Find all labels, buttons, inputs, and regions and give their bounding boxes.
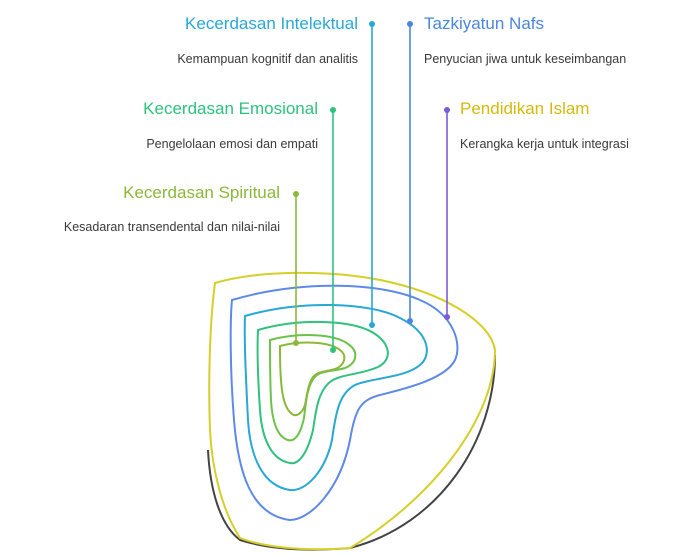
connector-spiritual-end-dot (293, 340, 299, 346)
connector-intelektual-top-dot (369, 21, 375, 27)
connector-spiritual-top-dot (293, 191, 299, 197)
connector-intelektual-end-dot (369, 322, 375, 328)
desc-pendidikan: Kerangka kerja untuk integrasi (460, 137, 629, 151)
title-pendidikan: Pendidikan Islam (460, 99, 590, 118)
layer-tazkiyatun-nafs (243, 303, 428, 492)
connector-emosional-end-dot (330, 347, 336, 353)
layer-outer-rim (208, 271, 497, 551)
layer-spiritual (278, 341, 346, 417)
desc-emosional: Pengelolaan emosi dan empati (146, 137, 318, 151)
connector-pendidikan-end-dot (444, 314, 450, 320)
connector-tazkiyatun-top-dot (407, 21, 413, 27)
desc-spiritual: Kesadaran transendental dan nilai-nilai (63, 220, 280, 234)
connector-emosional-top-dot (330, 107, 336, 113)
layer-intelektual (256, 320, 389, 465)
desc-tazkiyatun: Penyucian jiwa untuk keseimbangan (424, 52, 627, 66)
title-emosional: Kecerdasan Emosional (143, 99, 318, 118)
title-tazkiyatun: Tazkiyatun Nafs (424, 14, 544, 33)
desc-intelektual: Kemampuan kognitif dan analitis (177, 52, 358, 66)
connector-tazkiyatun-end-dot (407, 318, 413, 324)
title-intelektual: Kecerdasan Intelektual (185, 14, 358, 33)
title-spiritual: Kecerdasan Spiritual (123, 183, 280, 202)
connector-pendidikan-top-dot (444, 107, 450, 113)
layer-pendidikan-islam (229, 284, 459, 522)
